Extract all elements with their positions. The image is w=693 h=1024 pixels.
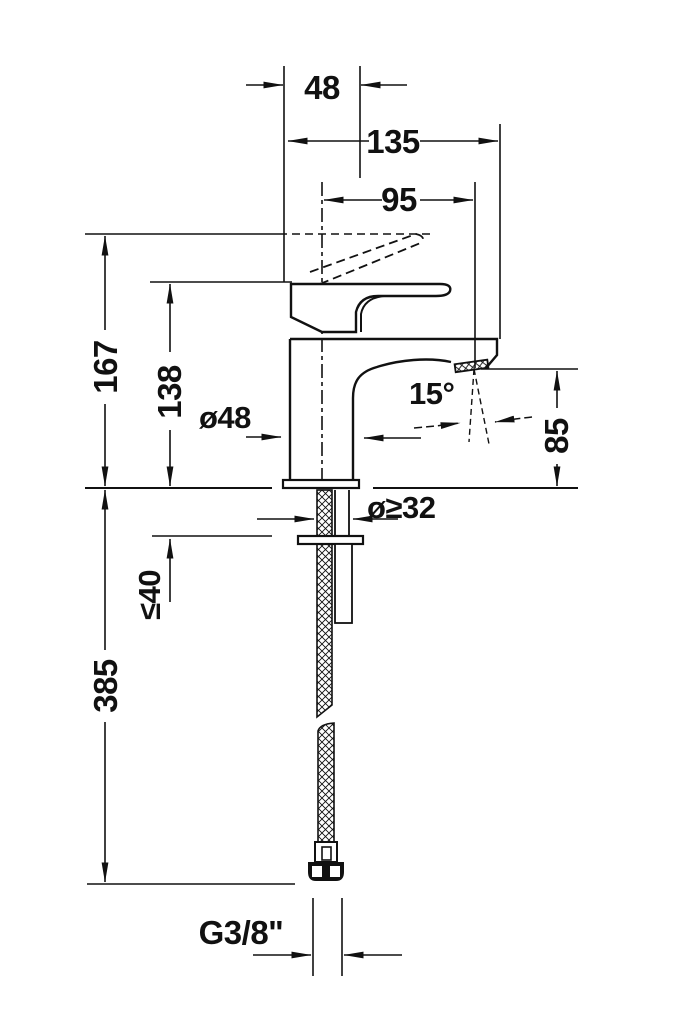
angle-leader-right <box>494 415 533 423</box>
dim-o48-label: ø48 <box>199 400 251 435</box>
lever-rear-curve <box>360 295 385 332</box>
hose-upper <box>316 489 333 537</box>
aerator <box>453 358 490 374</box>
water-stream-line-left <box>468 368 475 443</box>
dimension-labels: 48 135 95 167 138 ø48 15° 85 ø≥32 ≤40 38… <box>87 69 575 951</box>
washer <box>296 534 365 546</box>
angle-leader-left <box>413 422 461 430</box>
dim-40-label: ≤40 <box>132 570 167 620</box>
mounting-tube-upper <box>334 490 350 536</box>
nut-notch-right <box>330 866 340 877</box>
dim-o32-label: ø≥32 <box>367 490 435 525</box>
lever-raised-dashed <box>309 233 425 285</box>
hose-mid <box>316 543 333 719</box>
dim-135-label: 135 <box>366 123 420 160</box>
hose-lower <box>317 722 335 843</box>
dim-thread-label: G3/8" <box>199 914 284 951</box>
dim-167-label: 167 <box>87 340 124 394</box>
dim-15deg-label: 15° <box>409 376 454 411</box>
extension-lines <box>85 66 578 976</box>
connector-slot <box>321 846 332 861</box>
spray-angle-annotation <box>413 368 533 445</box>
spout-underside <box>351 358 452 480</box>
mounting-stud <box>334 543 353 624</box>
faucet-outline <box>281 233 499 490</box>
nut-notch-left <box>312 866 322 877</box>
dim-95-label: 95 <box>381 181 417 218</box>
dim-138-label: 138 <box>151 365 188 419</box>
dim-385-label: 385 <box>87 659 124 713</box>
water-stream-line-right <box>473 368 490 445</box>
dim-48-label: 48 <box>304 69 340 106</box>
mounting-assembly <box>296 489 365 881</box>
dimension-lines <box>101 81 561 959</box>
spout-top-edge <box>290 337 499 369</box>
base-plate <box>281 478 361 490</box>
dim-85-label: 85 <box>538 418 575 454</box>
lever-handle <box>289 282 452 334</box>
